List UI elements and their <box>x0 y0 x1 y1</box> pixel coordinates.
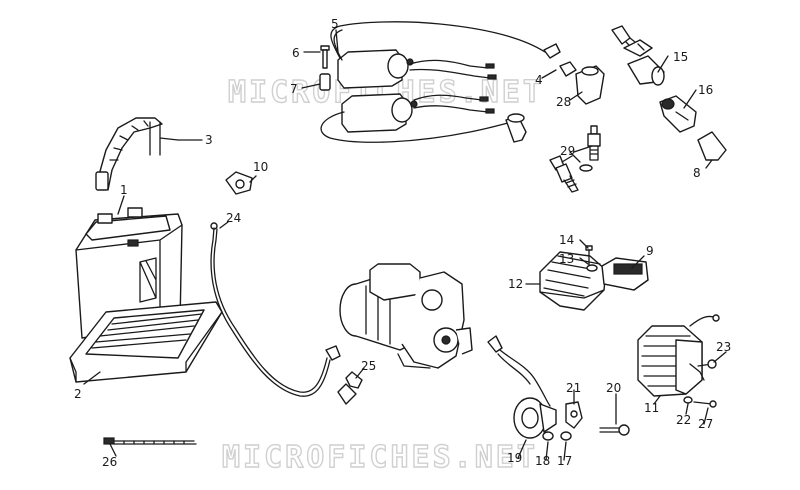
callout-8: 8 <box>693 166 701 180</box>
regulator-screw <box>585 245 593 267</box>
plug-washer <box>579 164 593 172</box>
callout-3: 3 <box>205 133 213 147</box>
callout-9: 9 <box>646 244 654 258</box>
rectifier <box>601 257 649 291</box>
coil-spacer <box>319 73 331 91</box>
callout-23: 23 <box>716 340 731 354</box>
callout-28: 28 <box>556 95 571 109</box>
callout-5: 5 <box>331 17 339 31</box>
fuse-holder <box>225 171 253 195</box>
callout-18: 18 <box>535 454 550 468</box>
callout-6: 6 <box>292 46 300 60</box>
unit-screw-23 <box>697 359 717 369</box>
callout-24: 24 <box>226 211 241 225</box>
callout-2: 2 <box>74 387 82 401</box>
callout-4: 4 <box>535 73 543 87</box>
ground-cable <box>210 222 341 397</box>
pickup-sensor <box>487 335 557 439</box>
battery-strap <box>95 117 179 191</box>
spark-plug-left <box>549 155 579 193</box>
callout-13: 13 <box>559 252 574 266</box>
callout-12: 12 <box>508 277 523 291</box>
callout-19: 19 <box>507 451 522 465</box>
spark-plug-cap <box>575 65 605 105</box>
unit-washer-22 <box>683 396 693 404</box>
callout-21: 21 <box>566 381 581 395</box>
starter-motor <box>339 263 473 369</box>
callout-16: 16 <box>698 83 713 97</box>
unit-screw-27 <box>693 400 717 408</box>
ignition-coil-lower <box>320 93 527 143</box>
callout-10: 10 <box>253 160 268 174</box>
mount-screw <box>542 431 554 441</box>
control-unit <box>637 314 720 397</box>
callout-11: 11 <box>644 401 659 415</box>
callout-1: 1 <box>120 183 128 197</box>
callout-17: 17 <box>557 454 572 468</box>
callouts: 1 2 3 4 5 6 7 8 9 10 11 12 13 14 15 16 1… <box>74 17 731 469</box>
starter-terminal <box>337 371 363 405</box>
leader-lines <box>83 29 727 461</box>
callout-26: 26 <box>102 455 117 469</box>
battery-tray <box>69 301 223 383</box>
callout-15: 15 <box>673 50 688 64</box>
coil-screw <box>320 45 330 69</box>
suppressor-cap <box>559 61 577 77</box>
callout-22: 22 <box>676 413 691 427</box>
sensor-screw <box>599 424 630 436</box>
callout-25: 25 <box>361 359 376 373</box>
cable-tie <box>103 437 197 445</box>
ignition-switch <box>627 55 665 86</box>
callout-14: 14 <box>559 233 574 247</box>
callout-27: 27 <box>698 417 713 431</box>
sensor-bracket <box>565 401 583 429</box>
ignition-key <box>611 25 653 57</box>
steering-lock <box>659 95 697 133</box>
regulator-washer <box>586 264 598 272</box>
callout-7: 7 <box>290 82 298 96</box>
callout-20: 20 <box>606 381 621 395</box>
spark-plug-right <box>587 125 601 161</box>
callout-29: 29 <box>560 144 575 158</box>
ignition-coil-upper <box>330 21 561 89</box>
key-cover <box>697 131 727 161</box>
watermark-bottom: MICROFICHES.NET <box>222 440 538 475</box>
mount-washer <box>560 431 572 441</box>
